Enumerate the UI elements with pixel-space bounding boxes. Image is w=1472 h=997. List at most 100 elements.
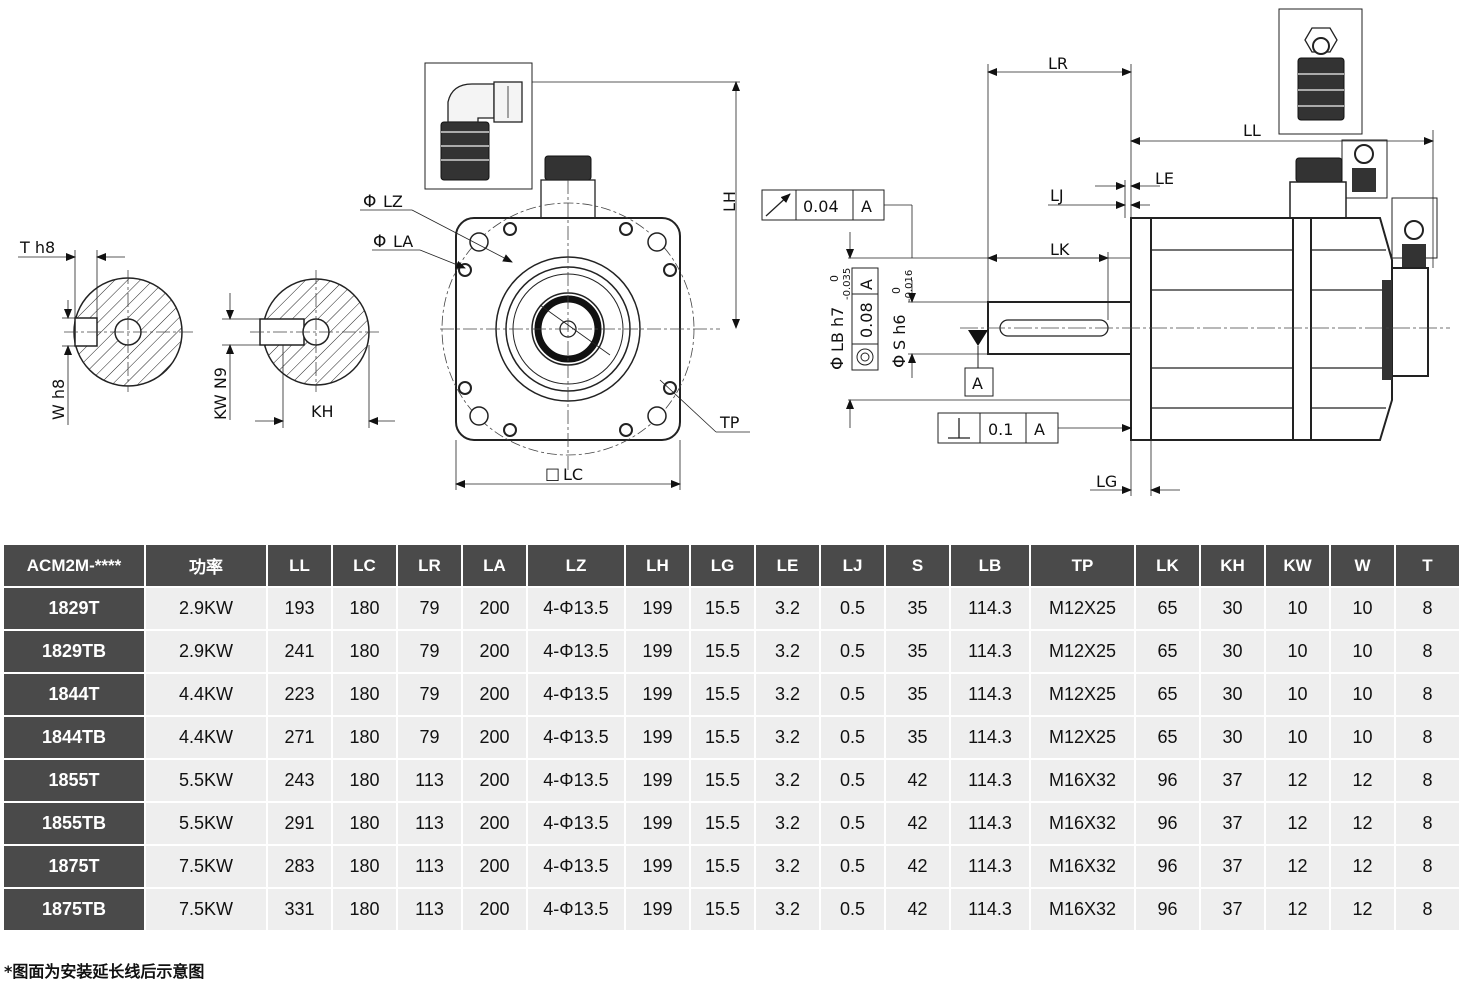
table-cell: 199 [626,889,689,930]
table-cell: 10 [1331,588,1394,629]
table-cell: 12 [1266,803,1329,844]
table-cell: 0.5 [821,631,884,672]
table-cell: 65 [1136,717,1199,758]
table-cell: 180 [333,631,396,672]
table-cell: 42 [886,846,949,887]
table-cell: 12 [1266,846,1329,887]
lr-label: LR [1048,54,1068,73]
table-cell: 3.2 [756,588,819,629]
table-cell: M16X32 [1031,846,1134,887]
table-cell: 15.5 [691,588,754,629]
table-cell: 12 [1331,803,1394,844]
table-cell: 114.3 [951,631,1029,672]
s-lower-tol: -0.016 [904,270,915,302]
table-cell: 3.2 [756,803,819,844]
lh-label: LH [720,191,739,212]
table-cell: 12 [1331,846,1394,887]
table-cell: 12 [1331,760,1394,801]
table-cell: 35 [886,631,949,672]
table-cell: 113 [398,889,461,930]
model-cell: 1875T [4,846,144,887]
tol-perp-value: 0.1 [988,420,1013,439]
lc-label: LC [563,465,583,484]
tol-perp-datum: A [1034,420,1045,439]
table-cell: 4-Φ13.5 [528,760,624,801]
table-cell: 8 [1396,889,1459,930]
table-cell: 199 [626,631,689,672]
table-cell: 15.5 [691,803,754,844]
table-cell: 30 [1201,717,1264,758]
table-cell: 10 [1331,717,1394,758]
table-cell: 8 [1396,588,1459,629]
table-cell: 180 [333,803,396,844]
s-label: S h6 [890,314,909,350]
table-cell: 15.5 [691,760,754,801]
table-cell: 114.3 [951,889,1029,930]
lb-lower-tol: -0.035 [842,268,853,300]
table-cell: M16X32 [1031,889,1134,930]
motor-dimension-drawing: T h8 W h8 KW N9 KH [18,8,1450,496]
table-cell: 10 [1266,631,1329,672]
phi-lz-symbol: Φ [363,192,376,212]
column-header: KW [1266,545,1329,586]
w-label: W h8 [49,379,68,420]
table-cell: 180 [333,717,396,758]
table-cell: 113 [398,803,461,844]
ll-label: LL [1243,121,1261,140]
column-header: ACM2M-**** [4,545,144,586]
column-header: T [1396,545,1459,586]
table-cell: 0.5 [821,717,884,758]
table-cell: 4.4KW [146,717,266,758]
table-cell: 114.3 [951,674,1029,715]
table-cell: M16X32 [1031,760,1134,801]
table-cell: 79 [398,717,461,758]
table-cell: 42 [886,889,949,930]
table-cell: 0.5 [821,803,884,844]
table-cell: 2.9KW [146,588,266,629]
table-cell: 4-Φ13.5 [528,889,624,930]
shaft-section-t-view: T h8 W h8 [18,238,195,425]
table-cell: 37 [1201,803,1264,844]
tp-label: TP [719,413,740,432]
table-cell: 199 [626,717,689,758]
table-cell: M12X25 [1031,631,1134,672]
tol-conc-datum: A [857,279,876,290]
table-cell: 243 [268,760,331,801]
table-cell: 0.5 [821,889,884,930]
table-cell: 200 [463,674,526,715]
table-cell: 37 [1201,760,1264,801]
column-header: W [1331,545,1394,586]
column-header: LL [268,545,331,586]
table-cell: 30 [1201,674,1264,715]
shaft-section-kw-view: KW N9 KH [211,270,395,428]
table-cell: 114.3 [951,846,1029,887]
model-cell: 1829T [4,588,144,629]
column-header: LC [333,545,396,586]
lb-upper-tol: 0 [828,275,841,282]
table-cell: 200 [463,803,526,844]
table-cell: 8 [1396,717,1459,758]
table-cell: 4-Φ13.5 [528,803,624,844]
kh-label: KH [311,402,334,421]
table-cell: 10 [1266,588,1329,629]
column-header: TP [1031,545,1134,586]
table-cell: 15.5 [691,889,754,930]
lk-label: LK [1050,240,1070,259]
table-cell: 3.2 [756,846,819,887]
phi-lb-symbol: Φ [828,357,848,370]
table-cell: 79 [398,631,461,672]
table-cell: 12 [1331,889,1394,930]
table-cell: 200 [463,846,526,887]
column-header: LE [756,545,819,586]
table-cell: 12 [1266,889,1329,930]
table-cell: 96 [1136,889,1199,930]
table-cell: 2.9KW [146,631,266,672]
table-cell: 65 [1136,631,1199,672]
table-cell: 12 [1266,760,1329,801]
table-cell: 4-Φ13.5 [528,674,624,715]
